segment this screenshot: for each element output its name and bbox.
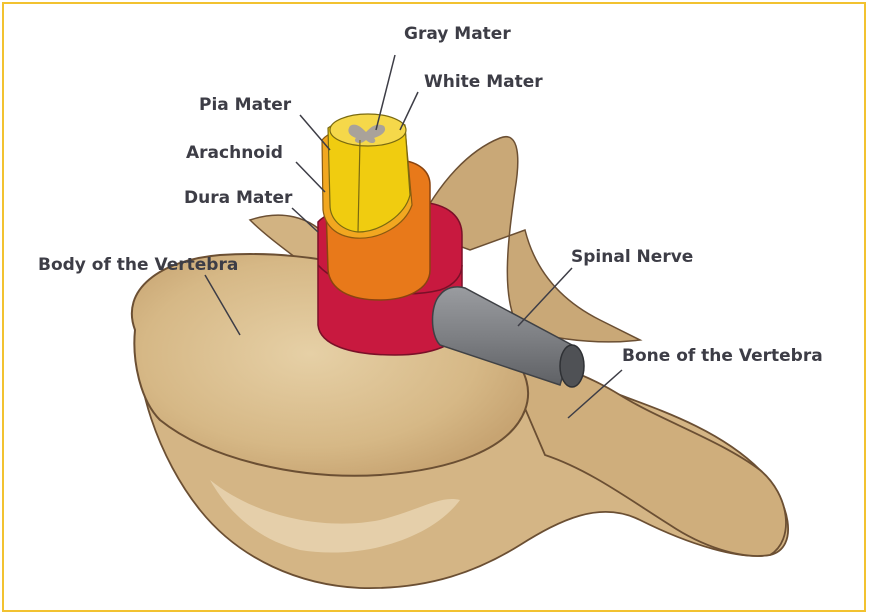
label-white-mater: White Mater (424, 74, 543, 91)
label-body-of-vertebra: Body of the Vertebra (38, 257, 238, 274)
leader-pia-mater (300, 115, 330, 150)
leader-white-mater (400, 92, 418, 130)
label-arachnoid: Arachnoid (186, 145, 283, 162)
label-bone-of-vertebra: Bone of the Vertebra (622, 348, 823, 365)
label-gray-mater: Gray Mater (404, 26, 511, 43)
label-dura-mater: Dura Mater (184, 190, 292, 207)
spinal-nerve-end (560, 345, 584, 387)
leader-arachnoid (296, 162, 325, 192)
label-pia-mater: Pia Mater (199, 97, 291, 114)
label-spinal-nerve: Spinal Nerve (571, 249, 693, 266)
